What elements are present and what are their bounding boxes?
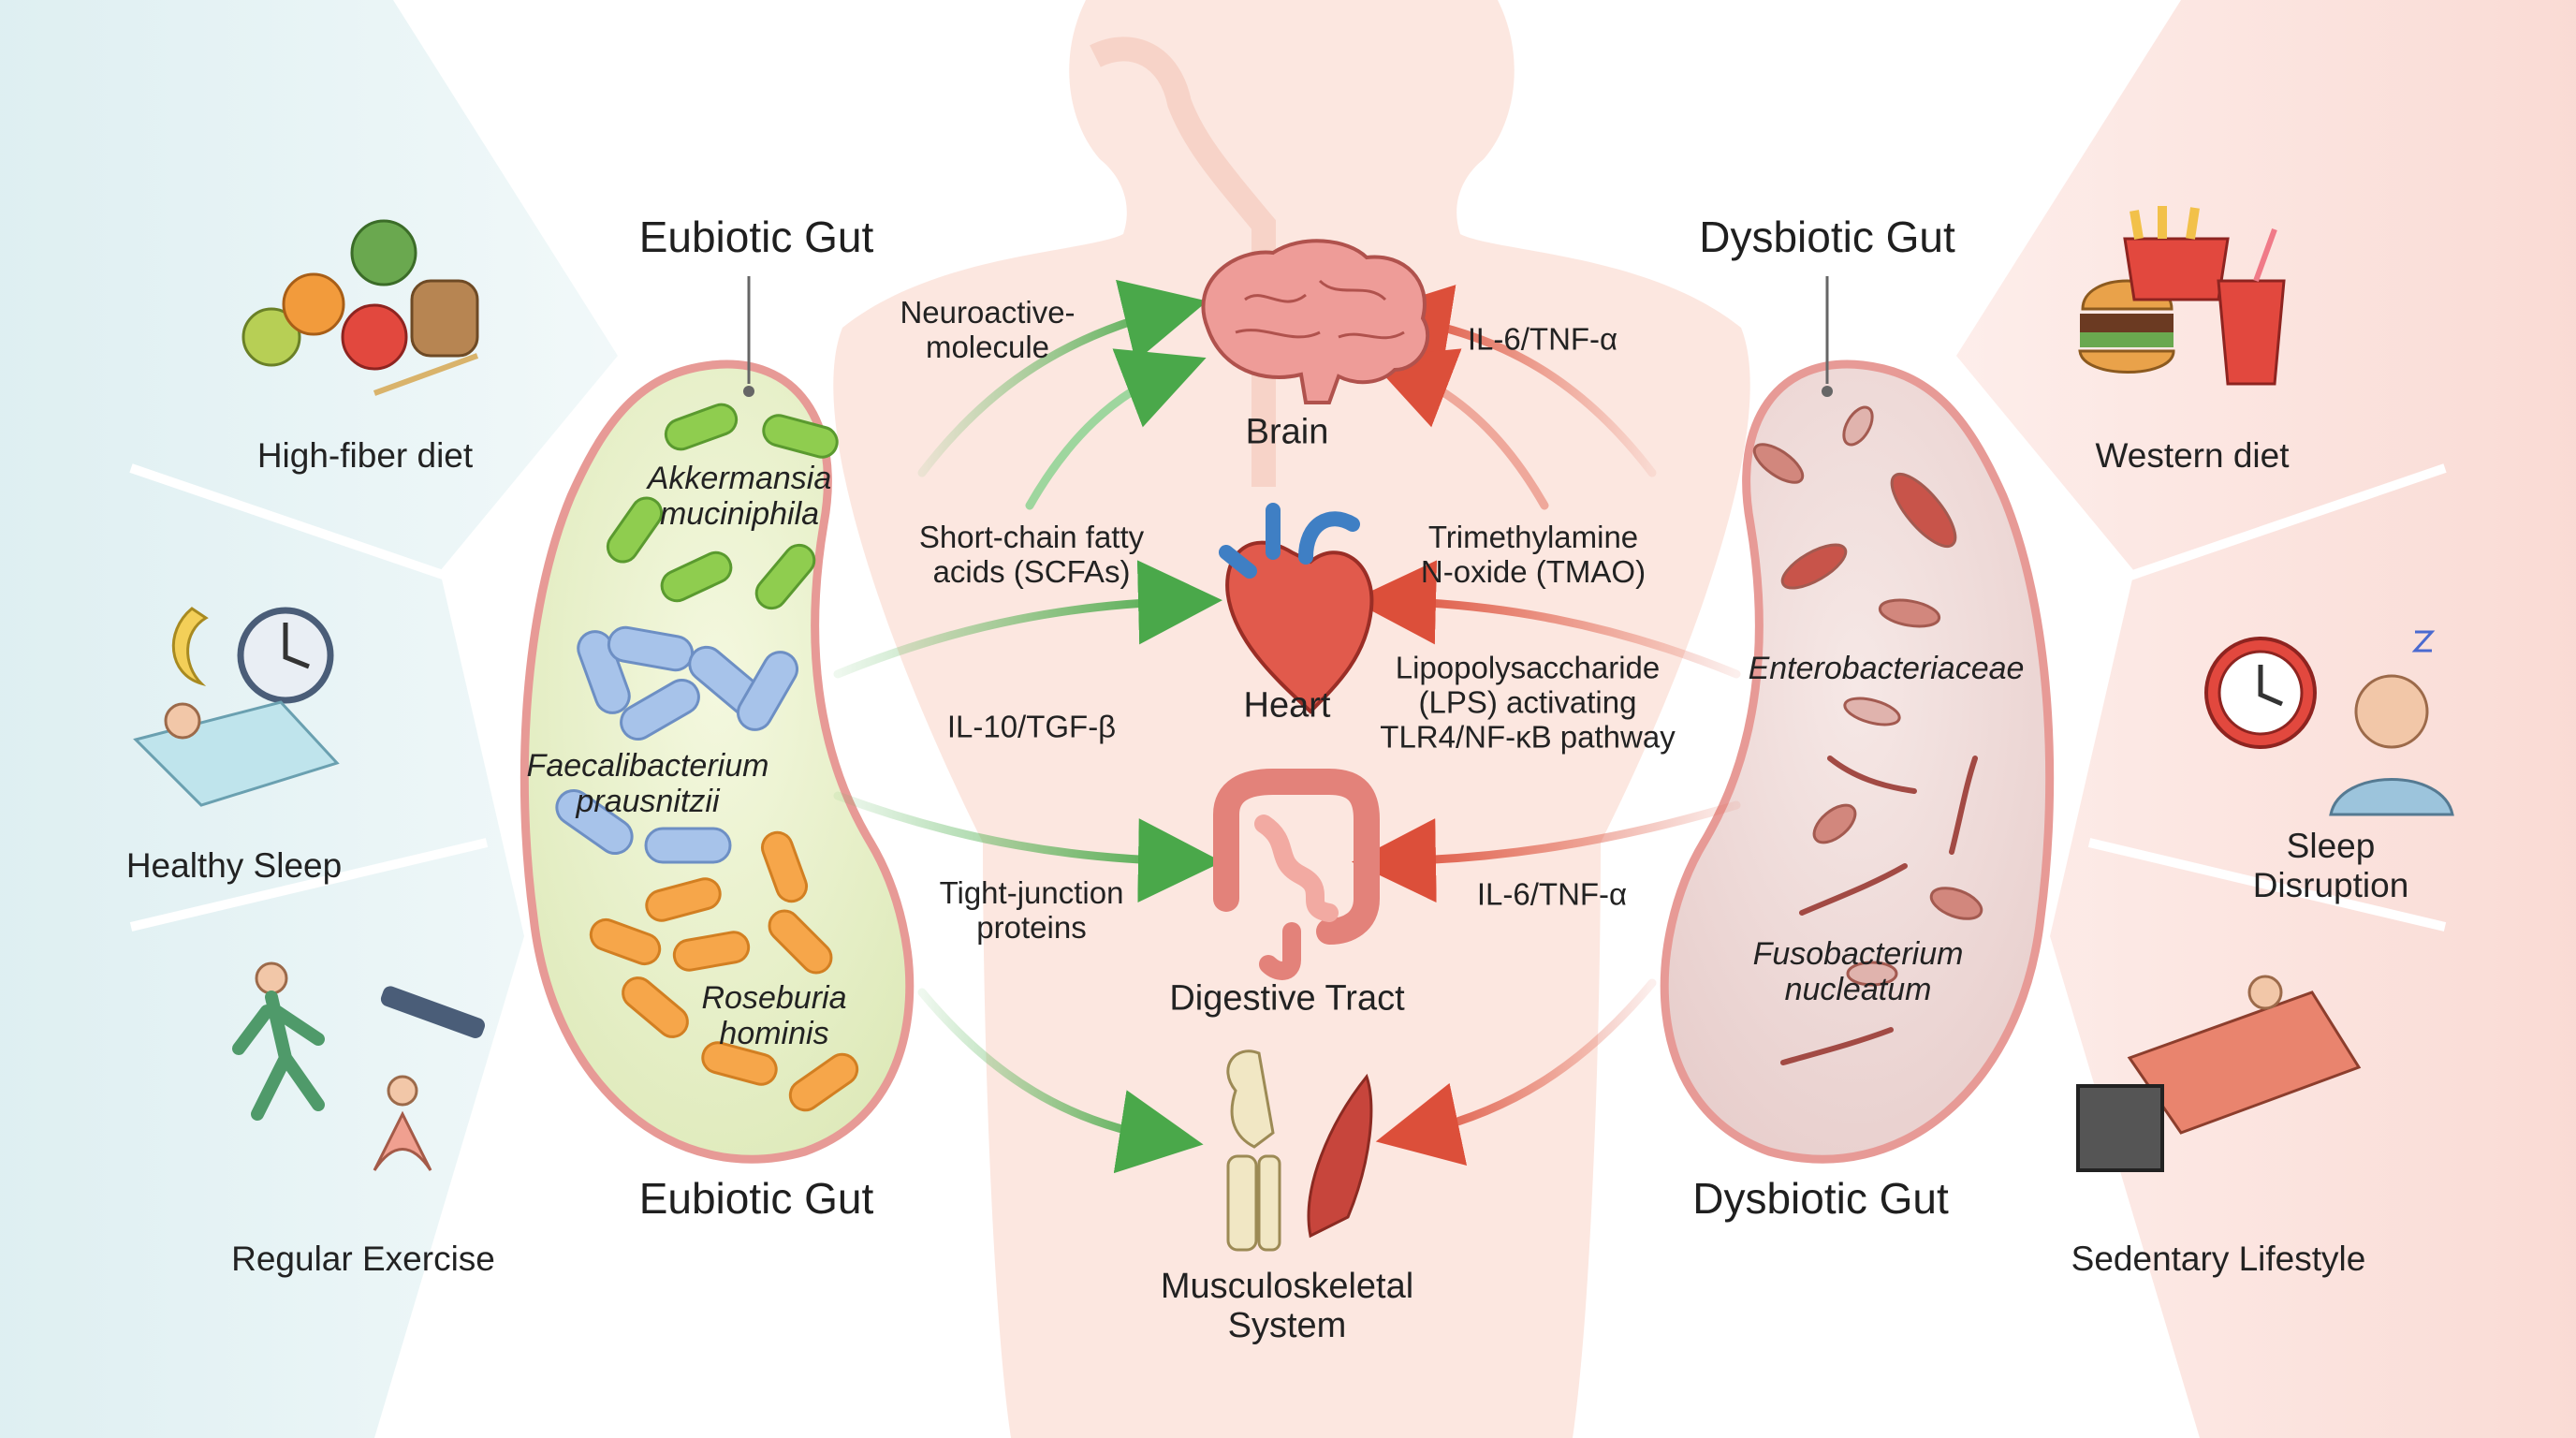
eubiotic-arrows <box>833 279 1222 1174</box>
unhealthy-factor-sleep-label: Sleep Disruption <box>2252 827 2409 904</box>
sleep-disruption-icon <box>2204 630 2454 816</box>
healthy-sleep-icon <box>133 607 340 807</box>
organ-musculoskeletal-label: Musculoskeletal System <box>1160 1267 1414 1345</box>
organ-brain-label: Brain <box>1245 412 1329 452</box>
bacteria-faecalibacterium-label: Faecalibacterium prausnitzii <box>526 748 769 819</box>
pathway-il10-label: IL-10/TGF-β <box>946 709 1117 744</box>
organ-digestive-label: Digestive Tract <box>1169 978 1405 1019</box>
eubiotic-gut-title-bottom: Eubiotic Gut <box>638 1174 874 1223</box>
western-diet-icon <box>2078 206 2286 386</box>
dysbiotic-gut-title-top: Dysbiotic Gut <box>1699 213 1955 261</box>
pathway-tight-junction-label: Tight-junction proteins <box>939 875 1124 945</box>
high-fiber-diet-icon <box>242 219 479 396</box>
pathway-scfa-label: Short-chain fatty acids (SCFAs) <box>918 520 1145 589</box>
heart-icon <box>1219 503 1374 714</box>
digestive-tract-icon <box>1213 769 1380 980</box>
unhealthy-factor-diet-label: Western diet <box>2095 436 2290 475</box>
pathway-neuroactive-label: Neuroactive- molecule <box>900 295 1076 364</box>
unhealthy-factor-sedentary-label: Sedentary Lifestyle <box>2071 1240 2366 1278</box>
pathway-lps-label: Lipopolysaccharide (LPS) activating TLR4… <box>1380 650 1676 755</box>
pathway-il6-brain-label: IL-6/TNF-α <box>1467 321 1618 357</box>
eubiotic-gut-illustration <box>520 276 915 1164</box>
dysbiotic-gut-illustration <box>1660 276 2055 1164</box>
bacteria-akkermansia-label: Akkermansia muciniphila <box>647 461 832 532</box>
healthy-factor-sleep-label: Healthy Sleep <box>125 846 343 885</box>
pathway-tmao-label: Trimethylamine N-oxide (TMAO) <box>1420 520 1647 589</box>
brain-icon <box>1201 239 1430 404</box>
bacteria-enterobacteriaceae-label: Enterobacteriaceae <box>1748 651 2025 686</box>
bacteria-fusobacterium-label: Fusobacterium nucleatum <box>1752 936 1964 1007</box>
dysbiotic-gut-title-bottom: Dysbiotic Gut <box>1692 1174 1949 1223</box>
healthy-factor-diet-label: High-fiber diet <box>256 436 474 475</box>
pathway-il6-gut-label: IL-6/TNF-α <box>1476 876 1628 912</box>
eubiotic-gut-title-top: Eubiotic Gut <box>638 213 874 261</box>
musculoskeletal-icon <box>1226 1049 1373 1252</box>
organ-heart-label: Heart <box>1243 685 1331 726</box>
bacteria-roseburia-label: Roseburia hominis <box>701 980 847 1051</box>
healthy-factor-exercise-label: Regular Exercise <box>231 1240 495 1278</box>
sedentary-lifestyle-icon <box>2076 975 2362 1172</box>
dysbiotic-arrows <box>1352 285 1741 1166</box>
regular-exercise-icon <box>232 961 486 1171</box>
